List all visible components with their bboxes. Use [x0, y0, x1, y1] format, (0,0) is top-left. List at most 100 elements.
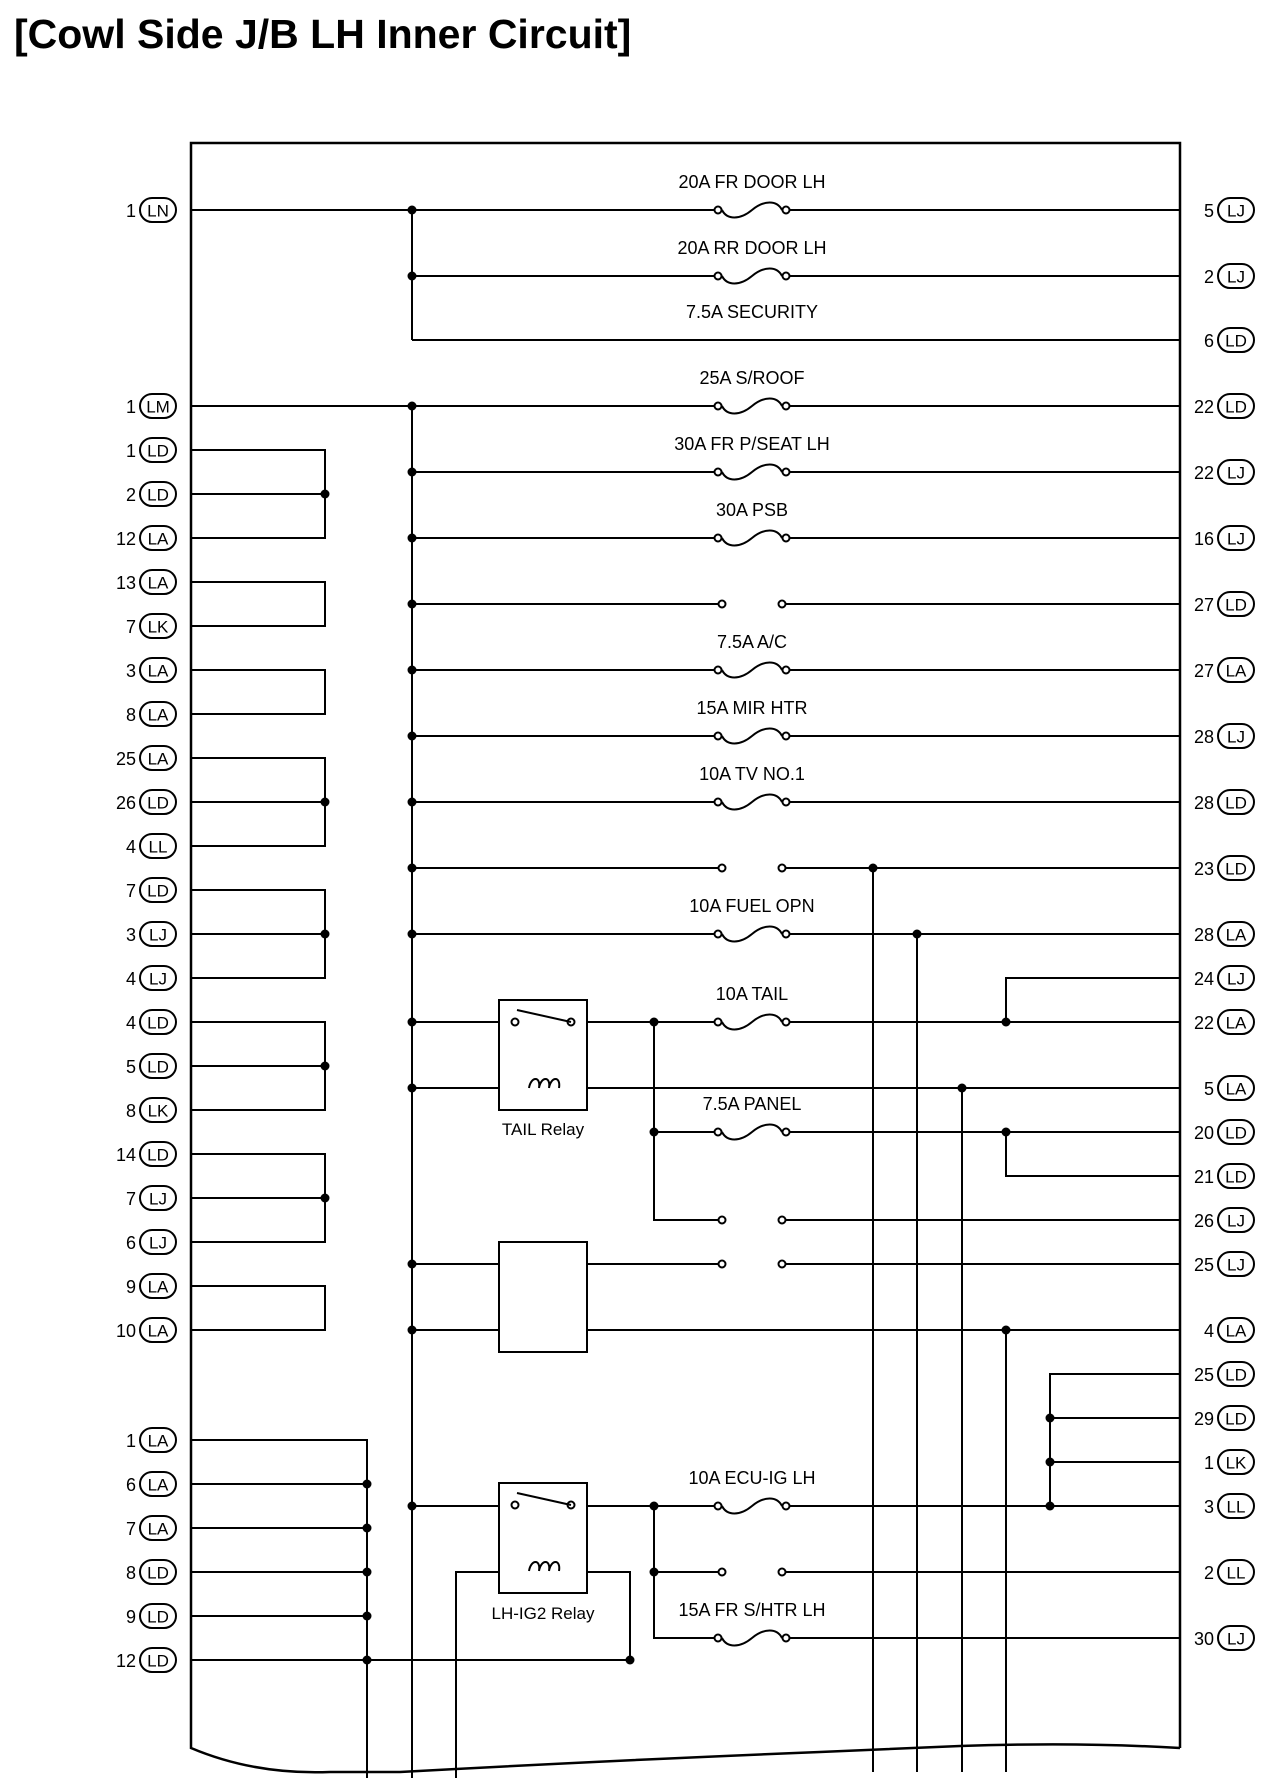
connector-pin: 23 — [1194, 859, 1214, 879]
connector-oval — [139, 569, 177, 595]
connector-code: LA — [1226, 926, 1247, 945]
connector-code: LD — [147, 1652, 169, 1671]
connector-code: LL — [1227, 1498, 1246, 1517]
connector-oval — [1217, 723, 1255, 749]
connector-oval — [139, 197, 177, 223]
connector-code: LJ — [1227, 202, 1245, 221]
fuse-icon — [713, 1123, 791, 1141]
connector-pin: 5 — [1204, 201, 1214, 221]
junction-dot — [407, 1325, 417, 1335]
fuse-label: 10A TAIL — [716, 984, 788, 1004]
connector-oval — [139, 1471, 177, 1497]
wire — [191, 1285, 326, 1331]
connector-code: LL — [1227, 1564, 1246, 1583]
connector-pin: 2 — [1204, 267, 1214, 287]
junction-dot — [407, 731, 417, 741]
connector-code: LD — [1225, 1168, 1247, 1187]
junction-dot — [407, 205, 417, 215]
connector-pin: 6 — [126, 1233, 136, 1253]
connector-code: LJ — [149, 970, 167, 989]
connector-code: LD — [147, 1014, 169, 1033]
connector-pin: 9 — [126, 1607, 136, 1627]
relay-label: LH-IG2 Relay — [492, 1604, 595, 1623]
connector-code: LA — [148, 530, 169, 549]
junction-dot — [649, 1127, 659, 1137]
junction-dot — [649, 1567, 659, 1577]
open-contact-icon — [717, 599, 787, 609]
fuse-icon — [713, 1497, 791, 1515]
junction-dot — [1045, 1413, 1055, 1423]
junction-dot — [320, 1061, 330, 1071]
connector-oval — [139, 613, 177, 639]
fuse-icon — [713, 267, 791, 285]
fuse-icon — [713, 925, 791, 943]
connector-oval — [139, 1603, 177, 1629]
connector-code: LA — [148, 662, 169, 681]
wire — [1049, 1373, 1180, 1507]
open-contact-icon — [717, 1215, 787, 1225]
connector-code: LJ — [1227, 464, 1245, 483]
fuse-icon — [713, 727, 791, 745]
connector-pin: 26 — [1194, 1211, 1214, 1231]
connector-oval — [139, 393, 177, 419]
connector-pin: 2 — [126, 485, 136, 505]
connector-pin: 22 — [1194, 397, 1214, 417]
connector-oval — [139, 1317, 177, 1343]
junction-dot — [362, 1611, 372, 1621]
fuse-label: 25A S/ROOF — [699, 368, 804, 388]
connector-oval — [1217, 525, 1255, 551]
connector-code: LA — [148, 1432, 169, 1451]
connector-pin: 13 — [116, 573, 136, 593]
fuse-icon — [713, 529, 791, 547]
connector-oval — [1217, 1119, 1255, 1145]
connector-pin: 1 — [126, 397, 136, 417]
junction-dot — [957, 1083, 967, 1093]
connector-pin: 3 — [126, 925, 136, 945]
connector-oval — [1217, 1075, 1255, 1101]
connector-code: LK — [148, 1102, 169, 1121]
connector-code: LA — [148, 1520, 169, 1539]
connector-oval — [139, 481, 177, 507]
junction-dot — [407, 401, 417, 411]
connector-pin: 6 — [1204, 331, 1214, 351]
connector-oval — [139, 525, 177, 551]
junction-block-outline — [189, 141, 1182, 1774]
connector-oval — [1217, 965, 1255, 991]
relay-label: TAIL Relay — [502, 1120, 585, 1139]
junction-dot — [407, 1501, 417, 1511]
fuse-icon — [713, 1013, 791, 1031]
connector-code: LA — [148, 1278, 169, 1297]
connector-code: LD — [1225, 1366, 1247, 1385]
junction-dot — [320, 1193, 330, 1203]
page-title: [Cowl Side J/B LH Inner Circuit] — [14, 11, 632, 57]
connector-oval — [139, 657, 177, 683]
connector-pin: 12 — [116, 529, 136, 549]
fuse-label: 20A RR DOOR LH — [677, 238, 826, 258]
connector-code: LJ — [149, 1190, 167, 1209]
junction-dot — [625, 1655, 635, 1665]
wire — [1005, 977, 1180, 1022]
right-connector: 3 LL — [1204, 1493, 1255, 1519]
connector-code: LJ — [1227, 970, 1245, 989]
left-connector: 12 LA — [116, 525, 177, 551]
connector-pin: 3 — [1204, 1497, 1214, 1517]
connector-code: LA — [1226, 1014, 1247, 1033]
